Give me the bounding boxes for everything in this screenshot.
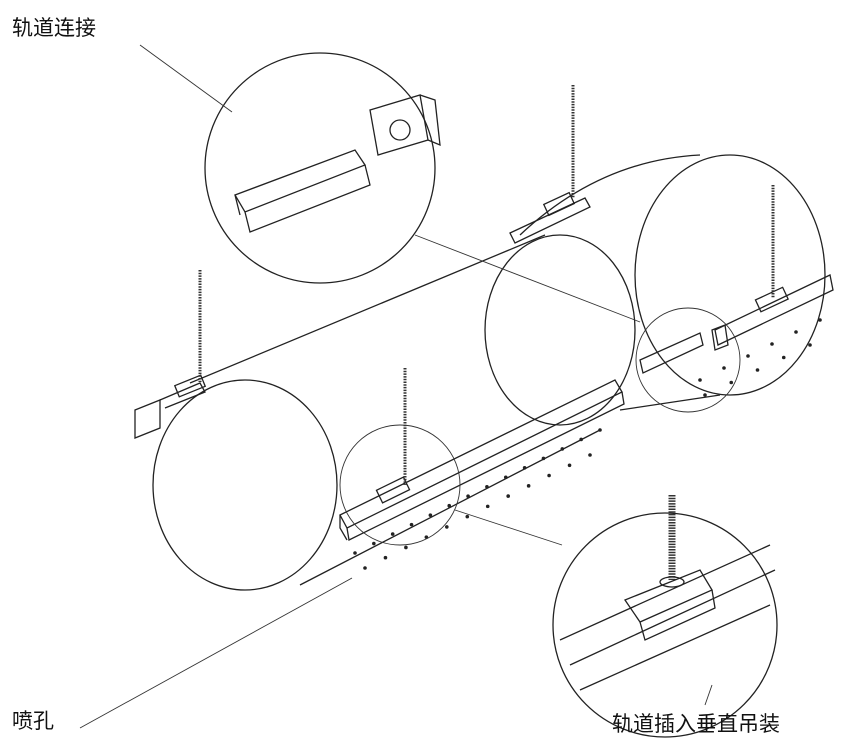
nozzle-hole [404, 545, 408, 550]
nozzle-hole [503, 475, 508, 480]
nozzle-hole [755, 368, 760, 372]
rail-connection-detail [234, 94, 441, 233]
label-rail-insert-vertical-hanging: 轨道插入垂直吊装 [612, 712, 780, 736]
nozzle-hole [363, 566, 367, 570]
nozzle-hole [424, 535, 429, 539]
nozzle-hole [526, 484, 531, 488]
nozzle-hole [567, 463, 572, 468]
nozzle-hole [588, 453, 592, 457]
leader-lines [79, 44, 713, 729]
nozzle-hole [781, 355, 786, 360]
rear-duct-section [519, 154, 826, 411]
nozzle-hole [506, 494, 510, 498]
nozzle-hole [466, 494, 470, 499]
nozzle-hole [353, 551, 357, 555]
hanger-rods [198, 85, 775, 485]
nozzle-hole [818, 318, 822, 322]
front-rail [339, 379, 625, 541]
nozzle-hole [722, 366, 726, 370]
nozzle-hole [465, 514, 470, 519]
nozzle-hole [541, 456, 546, 461]
nozzle-hole [579, 437, 583, 442]
nozzle-hole [698, 378, 702, 382]
nozzle-hole [547, 473, 551, 478]
label-nozzle-holes: 喷孔 [12, 709, 54, 733]
nozzle-hole [729, 380, 734, 385]
nozzle-hole [372, 541, 376, 546]
nozzle-hole [522, 466, 527, 470]
rear-rails [509, 191, 834, 374]
nozzle-hole [703, 393, 707, 397]
nozzle-hole [746, 354, 750, 358]
nozzle-hole [485, 504, 490, 509]
nozzle-hole [598, 428, 602, 432]
nozzle-hole [409, 522, 414, 527]
nozzle-hole [445, 525, 449, 529]
duct-joint [484, 234, 636, 426]
nozzle-hole [808, 343, 812, 347]
nozzle-hole [390, 532, 395, 536]
front-duct-section [152, 234, 601, 591]
nozzle-hole [428, 513, 433, 517]
nozzle-hole [383, 555, 388, 560]
nozzle-holes [353, 318, 822, 570]
nozzle-hole [770, 342, 774, 346]
detail-circles [204, 52, 778, 738]
nozzle-hole [447, 503, 452, 508]
nozzle-hole [560, 447, 565, 451]
nozzle-hole [794, 330, 798, 334]
hanging-detail [559, 495, 776, 691]
left-rail-end [134, 374, 207, 439]
label-rail-connection: 轨道连接 [12, 16, 96, 40]
nozzle-hole [485, 484, 489, 489]
